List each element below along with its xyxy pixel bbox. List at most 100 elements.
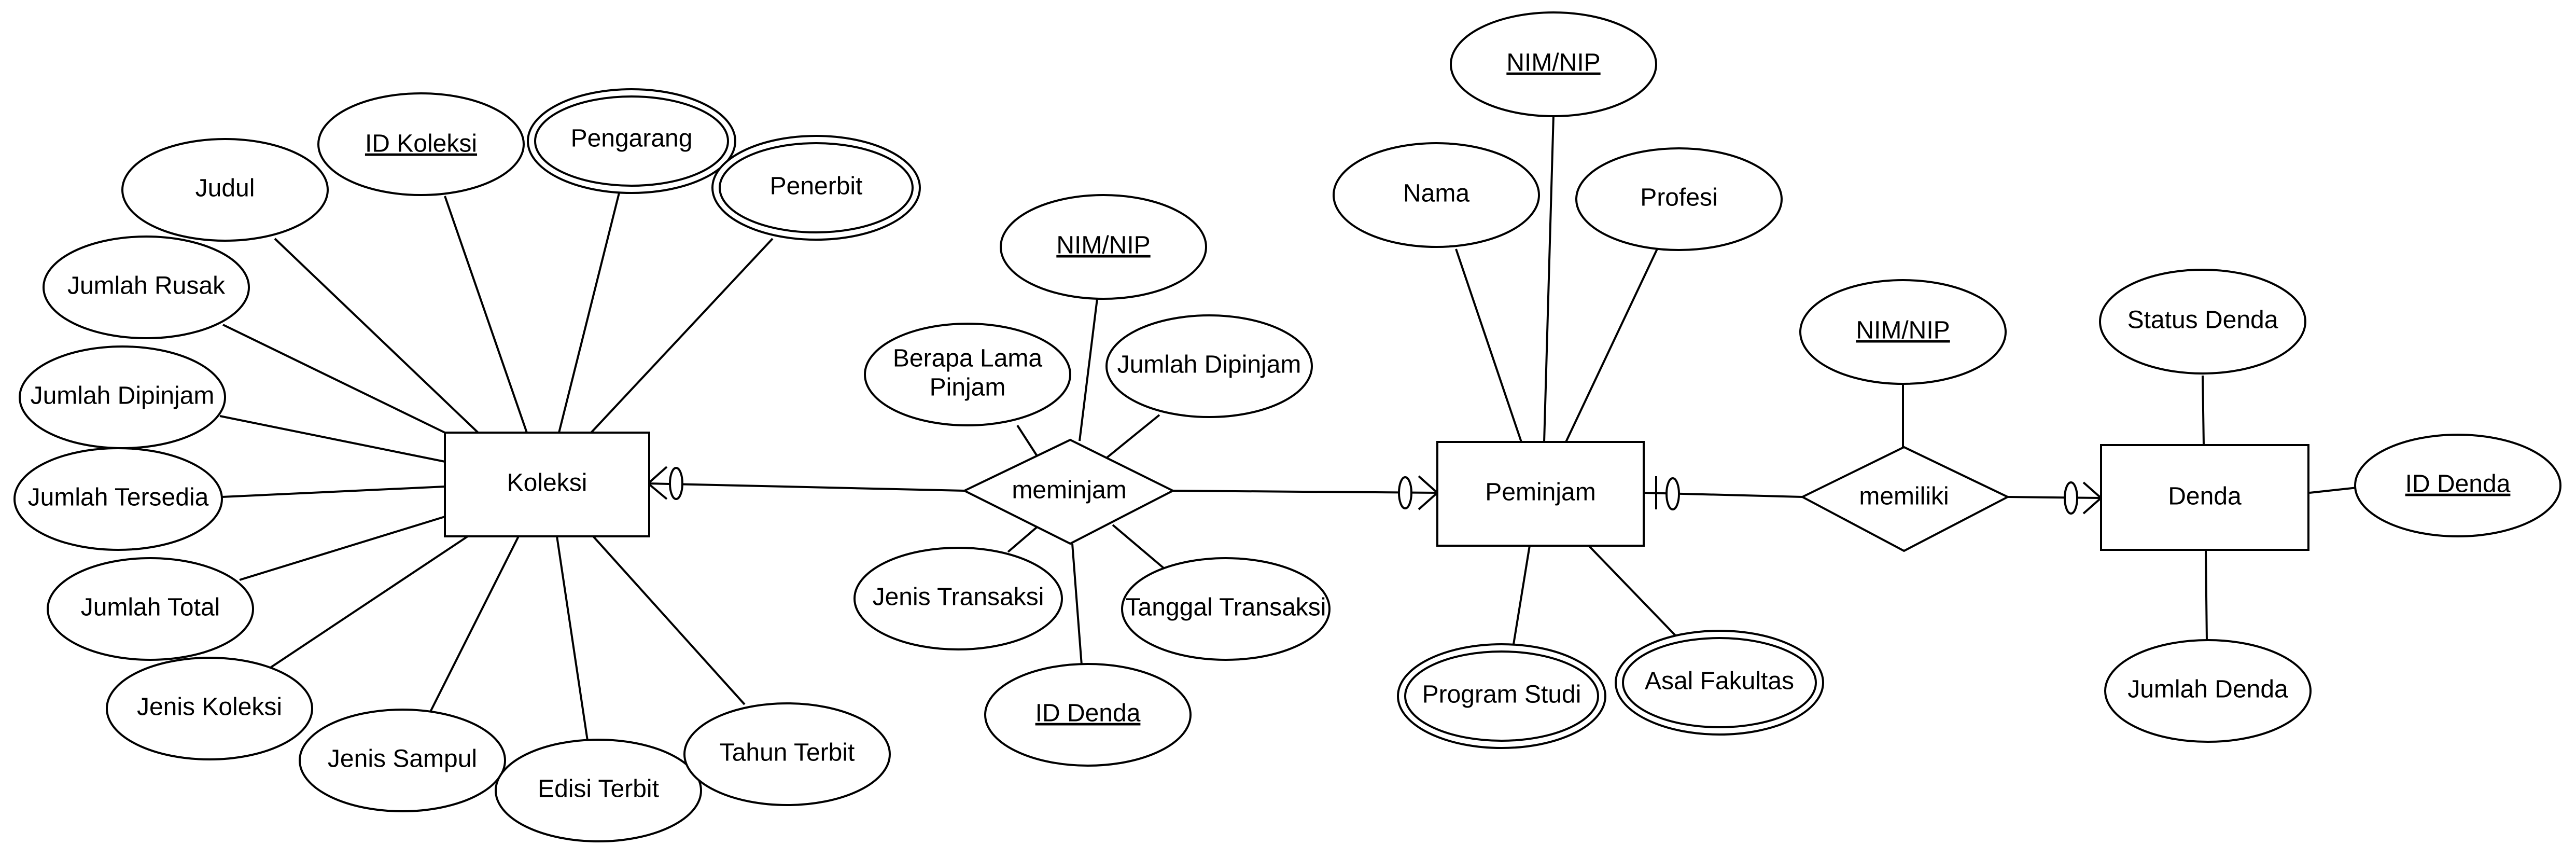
attr-nama-ellipse [1333,142,1540,248]
attr-penerbit-inner [719,142,914,233]
attr-meminjam-id-denda: ID Denda [984,663,1192,767]
attr-asal-fakultas-label: Asal Fakultas [1645,668,1794,695]
attr-jumlah-rusak-label: Jumlah Rusak [67,272,226,300]
attr-jumlah-rusak-ellipse [43,235,250,339]
relationship-memiliki-label: memiliki [1859,483,1949,510]
attr-jenis-koleksi-label: Jenis Koleksi [137,694,282,721]
attr-jumlah-denda-label: Jumlah Denda [2127,676,2288,703]
meminjam-attribute-connectors [1007,298,1168,666]
connector-profesi [1565,248,1658,442]
attr-pengarang-outer [527,88,736,194]
attr-edisi-terbit: Edisi Terbit [495,739,702,842]
attr-profesi-label: Profesi [1640,184,1717,212]
attr-meminjam-nim-ellipse [1000,194,1207,300]
attr-penerbit-outer [711,135,921,241]
attr-program-studi: Program Studi [1397,643,1606,749]
connector-pengarang [558,192,620,433]
connector-denda-id [2309,487,2358,494]
attr-edisi-terbit-label: Edisi Terbit [538,775,659,803]
attr-judul: Judul [121,138,329,242]
attr-penerbit: Penerbit [711,135,921,241]
koleksi-attribute-connectors [219,192,774,744]
crowfoot-koleksi-top [647,466,668,484]
attr-meminjam-jumlah-label: Jumlah Dipinjam [1117,351,1301,379]
connector-jenis-koleksi [269,535,469,669]
line-memiliki-denda [2007,496,2102,499]
connector-edisi-terbit [556,536,589,744]
meminjam-peminjam-relation [1172,475,1438,510]
attr-jenis-sampul-label: Jenis Sampul [328,745,477,773]
attr-id-koleksi-ellipse [317,92,525,196]
attr-tahun-terbit: Tahun Terbit [683,702,891,806]
attr-jumlah-tersedia-ellipse [13,447,223,551]
attr-pengarang-label: Pengarang [571,125,693,153]
entity-koleksi-box [444,432,650,537]
attr-tanggal-transaksi: Tanggal Transaksi [1121,557,1331,661]
attr-asal-fakultas: Asal Fakultas [1615,630,1824,736]
attr-jenis-koleksi: Jenis Koleksi [106,657,313,760]
attr-nama-label: Nama [1403,180,1469,207]
attr-tanggal-transaksi-ellipse [1121,557,1331,661]
relationship-meminjam: meminjam [962,438,1175,545]
entity-koleksi-label: Koleksi [507,469,587,497]
line-meminjam-peminjam [1172,490,1438,494]
connector-status-denda [2202,375,2205,446]
attr-tanggal-transaksi-label: Tanggal Transaksi [1126,594,1326,621]
attr-jumlah-total-label: Jumlah Total [81,594,220,621]
connector-penerbit [590,238,774,434]
attr-edisi-terbit-ellipse [495,739,702,842]
connector-peminjam-nim [1543,115,1555,442]
connector-judul [274,238,479,434]
crowfoot-koleksi-bottom [647,482,668,500]
attr-jenis-transaksi-ellipse [853,547,1063,650]
crowfoot-peminjam-top [1418,475,1438,494]
attr-jenis-sampul: Jenis Sampul [299,709,506,812]
connector-jumlah-rusak [222,324,445,434]
optional-circle-koleksi [669,467,683,500]
attr-berapa-lama: Berapa Lama Pinjam [864,323,1071,426]
line-koleksi-meminjam [648,482,965,492]
entity-denda-box [2100,444,2309,551]
attr-meminjam-jumlah-ellipse [1105,314,1313,418]
attr-memiliki-nim: NIM/NIP [1799,279,2007,385]
connector-tanggal-transaksi [1112,524,1168,572]
relationship-meminjam-diamond [962,438,1175,545]
attr-jenis-sampul-ellipse [299,709,506,812]
attr-program-studi-inner [1404,650,1599,742]
attr-judul-ellipse [121,138,329,242]
attr-judul-label: Judul [195,175,255,202]
attr-jumlah-denda-ellipse [2104,639,2312,743]
connector-nama [1455,248,1522,442]
relationship-memiliki: memiliki [1800,446,2010,552]
optional-circle-peminjam [1398,476,1412,509]
attr-asal-fakultas-outer [1615,630,1824,736]
attr-jumlah-dipinjam-label: Jumlah Dipinjam [31,382,215,410]
attr-jenis-koleksi-ellipse [106,657,313,760]
optional-circle-denda [2064,481,2078,515]
connector-jenis-transaksi [1007,526,1038,553]
attr-program-studi-label: Program Studi [1422,681,1581,709]
attr-berapa-lama-label-1: Berapa Lama [893,345,1042,372]
attr-tahun-terbit-ellipse [683,702,891,806]
attr-denda-id: ID Denda [2354,434,2561,537]
entity-denda: Denda [2100,444,2309,551]
attr-tahun-terbit-label: Tahun Terbit [720,739,855,767]
attr-peminjam-nim-label: NIM/NIP [1506,49,1600,77]
attr-jumlah-dipinjam: Jumlah Dipinjam [19,345,226,449]
connector-meminjam-nim [1079,298,1098,441]
attr-berapa-lama-label-2: Pinjam [930,374,1006,401]
attr-memiliki-nim-label: NIM/NIP [1856,317,1950,344]
attr-denda-id-label: ID Denda [2405,470,2511,498]
attr-peminjam-nim-ellipse [1450,11,1657,117]
attr-memiliki-nim-ellipse [1799,279,2007,385]
connector-asal-fakultas [1588,545,1678,638]
connector-jumlah-tersedia [221,486,445,498]
attr-program-studi-outer [1397,643,1606,749]
attr-id-koleksi-label: ID Koleksi [365,130,477,158]
attr-jumlah-rusak: Jumlah Rusak [43,235,250,339]
connector-tahun-terbit [592,535,746,705]
connector-meminjam-id-denda [1071,543,1083,666]
attr-jenis-transaksi-label: Jenis Transaksi [873,584,1044,611]
connector-id-koleksi [444,196,528,433]
